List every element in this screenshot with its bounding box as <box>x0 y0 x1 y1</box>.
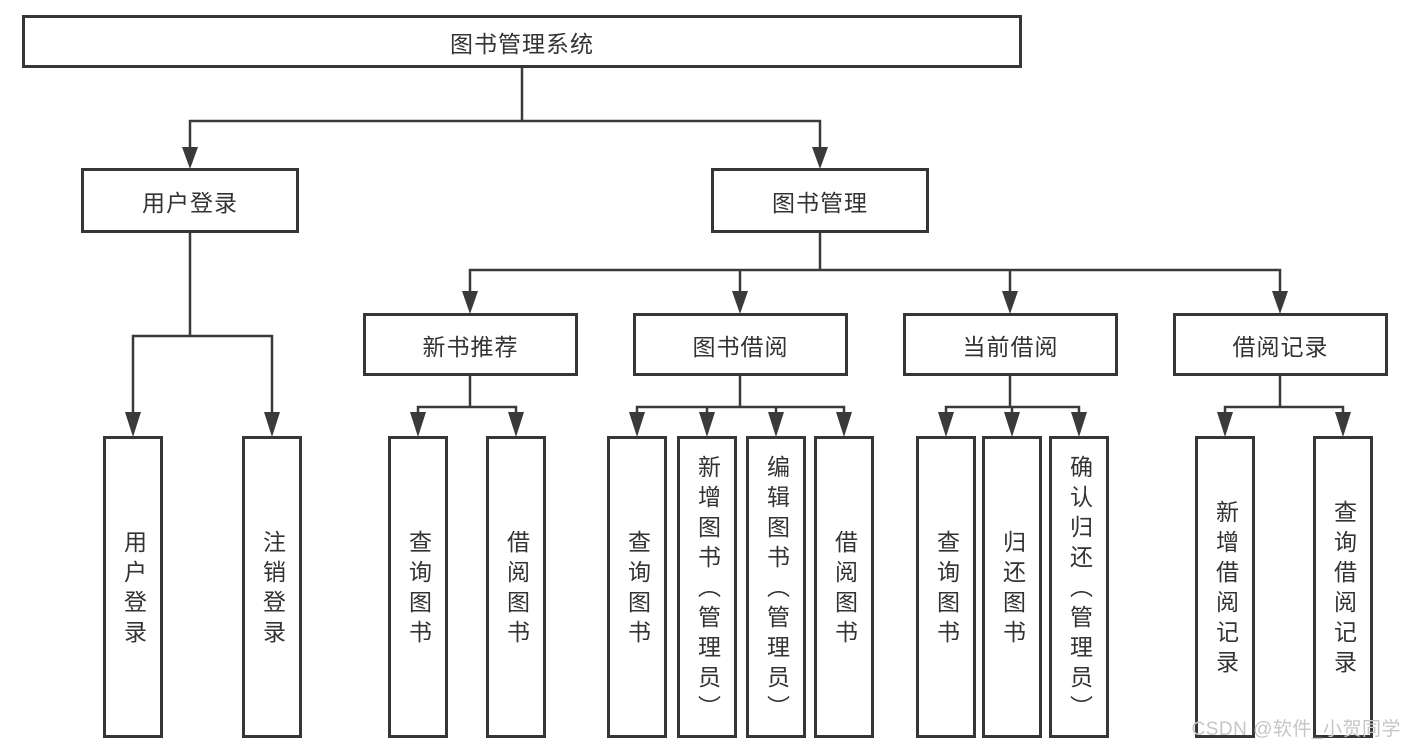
leaf-user-login: 用户登录 <box>103 436 163 738</box>
leaf-add-borrow-record: 新增借阅记录 <box>1195 436 1255 738</box>
leaf-query-books-current: 查询图书 <box>916 436 976 738</box>
connector-stems <box>131 66 1345 415</box>
leaf-borrow-books: 借阅图书 <box>814 436 874 738</box>
leaf-query-books-borrow: 查询图书 <box>607 436 667 738</box>
node-new-book-recommendation: 新书推荐 <box>363 313 578 376</box>
node-user-login: 用户登录 <box>81 168 299 233</box>
node-current-borrowing: 当前借阅 <box>903 313 1118 376</box>
leaf-edit-books-admin: 编辑图书（管理员） <box>746 436 806 738</box>
node-book-borrowing: 图书借阅 <box>633 313 848 376</box>
leaf-confirm-return-admin: 确认归还（管理员） <box>1049 436 1109 738</box>
csdn-watermark: CSDN @软件_小贺同学 <box>1191 719 1401 740</box>
leaf-logout: 注销登录 <box>242 436 302 738</box>
leaf-query-borrow-record: 查询借阅记录 <box>1313 436 1373 738</box>
arrowheads <box>125 147 1351 437</box>
leaf-add-books-admin: 新增图书（管理员） <box>677 436 737 738</box>
node-library-management-system: 图书管理系统 <box>22 15 1022 68</box>
leaf-borrow-books-recommend: 借阅图书 <box>486 436 546 738</box>
leaf-return-books: 归还图书 <box>982 436 1042 738</box>
node-book-management: 图书管理 <box>711 168 929 233</box>
node-borrowing-records: 借阅记录 <box>1173 313 1388 376</box>
leaf-query-books-recommend: 查询图书 <box>388 436 448 738</box>
